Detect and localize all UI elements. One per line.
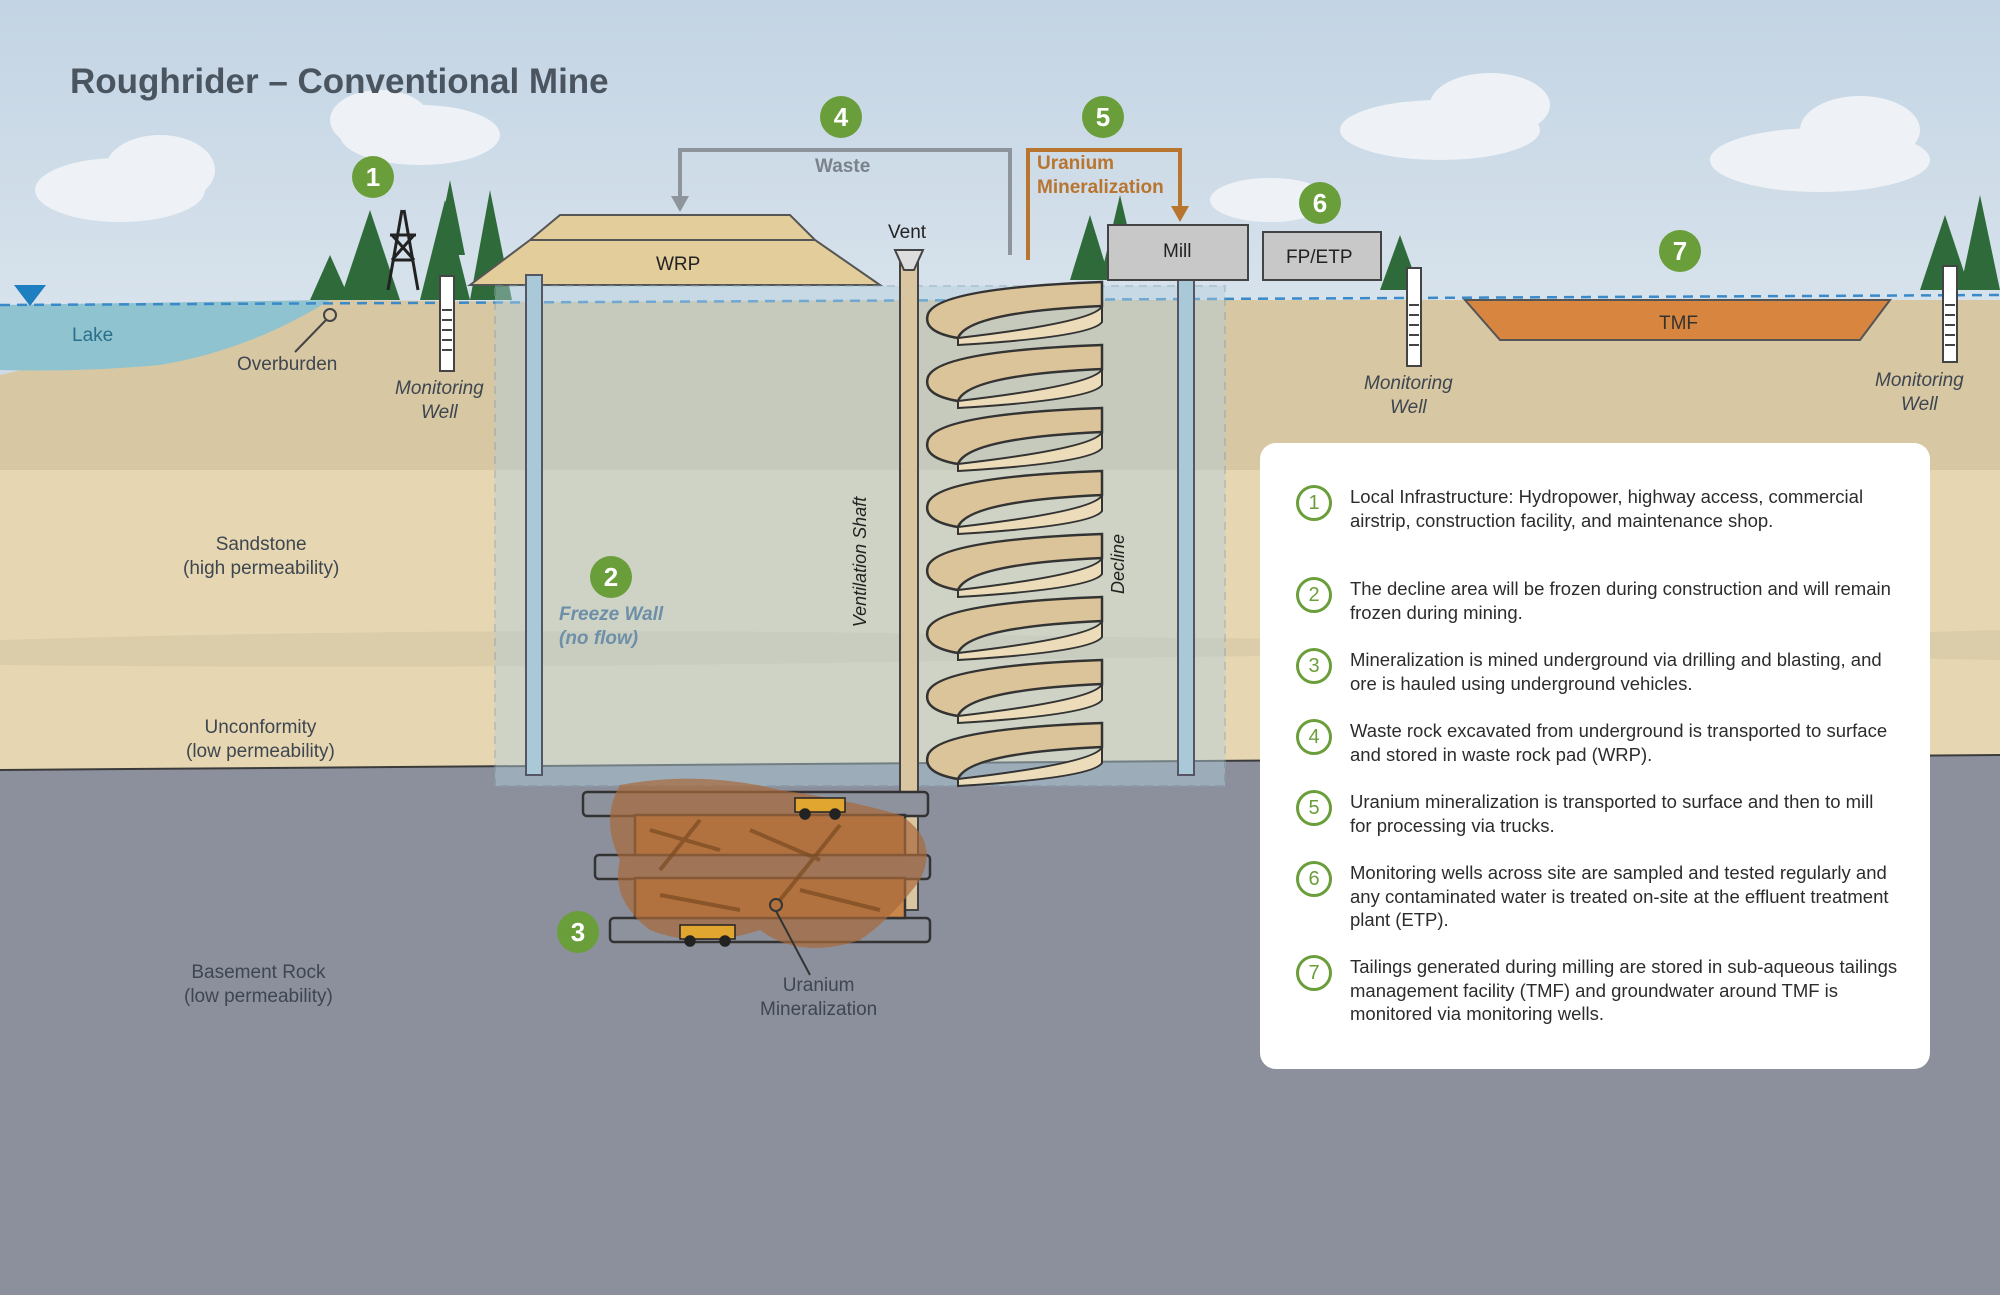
badge-5: 5	[1082, 96, 1124, 138]
decline-spiral-turn	[925, 469, 1104, 529]
legend-text: Uranium mineralization is transported to…	[1350, 791, 1874, 836]
ore-veins	[649, 818, 881, 912]
uranium-arrow-label: Uranium Mineralization	[1037, 153, 1164, 198]
overburden-layer	[0, 300, 2000, 480]
lake	[0, 300, 330, 371]
legend-number: 5	[1296, 790, 1332, 826]
legend-text: Local Infrastructure: Hydropower, highwa…	[1350, 486, 1864, 531]
badge-3: 3	[557, 911, 599, 953]
fpetp-label: FP/ETP	[1286, 247, 1353, 268]
monitoring-well-label-2: Monitoring Well	[1364, 373, 1453, 418]
decline-spiral-turn	[925, 343, 1104, 403]
badge-7: 7	[1659, 230, 1701, 272]
legend-number: 1	[1296, 485, 1332, 521]
mill-building	[1107, 224, 1249, 281]
decline-spiral-turn	[925, 721, 1104, 781]
waste-arrow	[678, 148, 1012, 255]
uranium-mineralization-label: Uranium Mineralization	[760, 975, 878, 1020]
ore-body	[610, 778, 927, 948]
decline-spiral-turn	[925, 658, 1104, 718]
vent-head	[893, 249, 925, 271]
water-table	[0, 293, 2000, 307]
legend-text: Monitoring wells across site are sampled…	[1350, 862, 1889, 930]
page-title: Roughrider – Conventional Mine	[70, 62, 609, 101]
overburden-label: Overburden	[237, 354, 338, 375]
legend-text: The decline area will be frozen during c…	[1350, 578, 1891, 623]
monitoring-well-2	[1406, 267, 1422, 367]
tmf-label: TMF	[1659, 313, 1699, 334]
tmf-pond	[1462, 299, 1892, 341]
monitoring-well-1	[439, 275, 455, 372]
decline-label: Decline	[1108, 533, 1129, 595]
legend-text: Waste rock excavated from underground is…	[1350, 720, 1888, 765]
decline-spiral-turn	[925, 406, 1104, 466]
fpetp-building	[1262, 231, 1382, 281]
legend-number: 3	[1296, 648, 1332, 684]
freeze-wall-label: Freeze Wall (no flow)	[559, 604, 664, 649]
ventilation-shaft-label: Ventilation Shaft	[850, 496, 871, 628]
legend-text: Mineralization is mined underground via …	[1350, 649, 1882, 694]
freeze-wall-zone	[494, 285, 1226, 787]
badge-2: 2	[590, 556, 632, 598]
waste-label: Waste	[815, 156, 871, 177]
decline-spiral-turn	[925, 280, 1104, 340]
basement-label: Basement Rock (low permeability)	[184, 962, 333, 1007]
trees	[310, 180, 2000, 300]
decline-spiral-back	[957, 683, 1103, 725]
water-level-marker	[14, 285, 46, 306]
legend-number: 7	[1296, 955, 1332, 991]
haul-truck-1	[794, 797, 846, 820]
badge-6: 6	[1299, 182, 1341, 224]
haul-truck-2	[679, 924, 736, 947]
monitoring-well-label-1: Monitoring Well	[395, 378, 484, 423]
legend-number: 4	[1296, 719, 1332, 755]
lake-label: Lake	[72, 325, 114, 346]
decline-spiral	[925, 280, 1104, 788]
decline-spiral-back	[957, 746, 1103, 788]
sandstone-label: Sandstone (high permeability)	[183, 534, 340, 579]
power-tower	[386, 209, 420, 291]
clouds	[35, 73, 1930, 222]
decline-spiral-back	[957, 305, 1103, 347]
decline-spiral-back	[957, 494, 1103, 536]
decline-spiral-back	[957, 431, 1103, 473]
sky	[0, 0, 2000, 320]
legend-number: 6	[1296, 861, 1332, 897]
legend-number: 2	[1296, 577, 1332, 613]
decline-spiral-back	[957, 368, 1103, 410]
legend-panel: 1 Local Infrastructure: Hydropower, highw…	[1260, 443, 1930, 1069]
unconformity-label: Unconformity (low permeability)	[186, 717, 335, 762]
monitoring-well-3	[1942, 265, 1958, 363]
monitoring-well-label-3: Monitoring Well	[1875, 370, 1964, 415]
mill-label: Mill	[1163, 241, 1192, 262]
badge-4: 4	[820, 96, 862, 138]
freeze-pipe-left	[525, 274, 543, 776]
decline-spiral-back	[957, 557, 1103, 599]
decline-spiral-turn	[925, 532, 1104, 592]
decline-spiral-back	[957, 620, 1103, 662]
legend-text: Tailings generated during milling are st…	[1350, 956, 1898, 1024]
vent-label: Vent	[888, 222, 927, 243]
uranium-arrow	[1026, 148, 1182, 260]
decline-spiral-turn	[925, 595, 1104, 655]
freeze-pipe-right	[1177, 269, 1195, 776]
badge-1: 1	[352, 156, 394, 198]
wrp-label: WRP	[656, 254, 701, 275]
